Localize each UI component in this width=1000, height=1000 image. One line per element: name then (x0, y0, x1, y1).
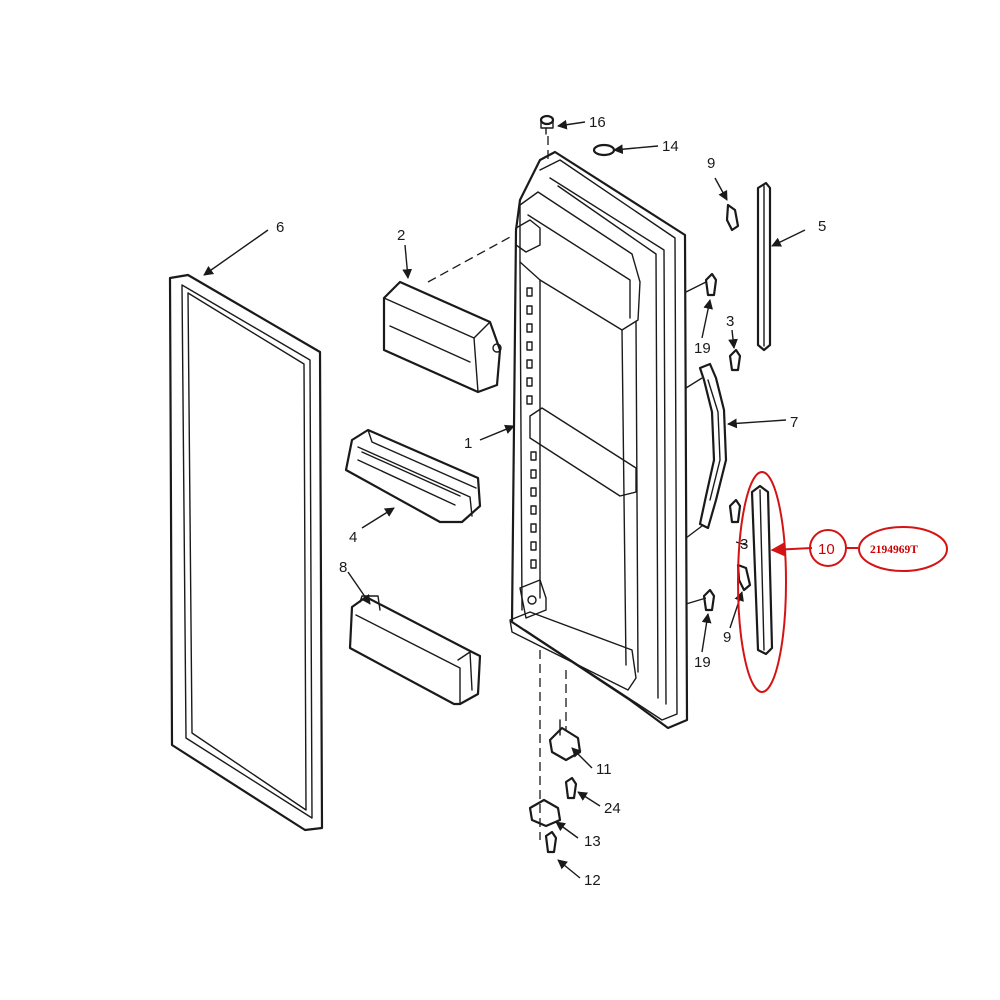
screw-top-part (704, 272, 718, 297)
hinge-bracket-part (528, 798, 562, 828)
door-liner-part (509, 150, 689, 730)
bracket-screw-part (544, 830, 558, 854)
highlight-ellipse-part (737, 471, 787, 693)
label-part-3-top: 3 (726, 313, 734, 330)
label-part-4: 4 (349, 529, 357, 546)
label-part-9-top: 9 (707, 155, 715, 172)
label-part-5: 5 (818, 218, 826, 235)
door-gasket-part (168, 273, 324, 832)
label-part-9-bottom: 9 (723, 629, 731, 646)
lower-trim-strip-part (750, 484, 774, 656)
door-bin-part (344, 428, 482, 524)
label-part-13: 13 (584, 833, 601, 850)
label-part-19-top: 19 (694, 340, 711, 357)
bushing-part (592, 143, 616, 157)
label-part-7: 7 (790, 414, 798, 431)
label-part-3-bottom: 3 (740, 536, 748, 553)
label-part-16: 16 (589, 114, 606, 131)
label-part-6: 6 (276, 219, 284, 236)
door-shelf-part (348, 595, 482, 706)
screw-bottom-part (702, 588, 716, 612)
label-part-8: 8 (339, 559, 347, 576)
clip-bottom-part (736, 563, 752, 592)
part-number-ellipse (858, 526, 948, 572)
clip-top-part (725, 203, 740, 232)
label-part-2: 2 (397, 227, 405, 244)
label-part-14: 14 (662, 138, 679, 155)
handle-screw-top-part (728, 348, 742, 372)
label-part-10: 10 (818, 541, 835, 558)
leader-lines (203, 119, 806, 879)
lower-hinge-part (548, 719, 582, 762)
hinge-cap-part (539, 114, 555, 135)
trim-strip-part (756, 181, 772, 352)
highlight-callout (737, 471, 948, 693)
label-part-19-bottom: 19 (694, 654, 711, 671)
alignment-lines (427, 136, 567, 840)
door-handle-part (698, 362, 728, 530)
hinge-screw-part (564, 776, 578, 800)
label-part-11: 11 (596, 761, 612, 778)
mounting-lines (685, 281, 707, 605)
dairy-door-part (382, 280, 502, 394)
part-number-label: 2194969T (870, 544, 918, 556)
handle-screw-bottom-part (728, 498, 742, 524)
label-part-24: 24 (604, 800, 621, 817)
label-part-12: 12 (584, 872, 601, 889)
label-part-1: 1 (464, 435, 472, 452)
